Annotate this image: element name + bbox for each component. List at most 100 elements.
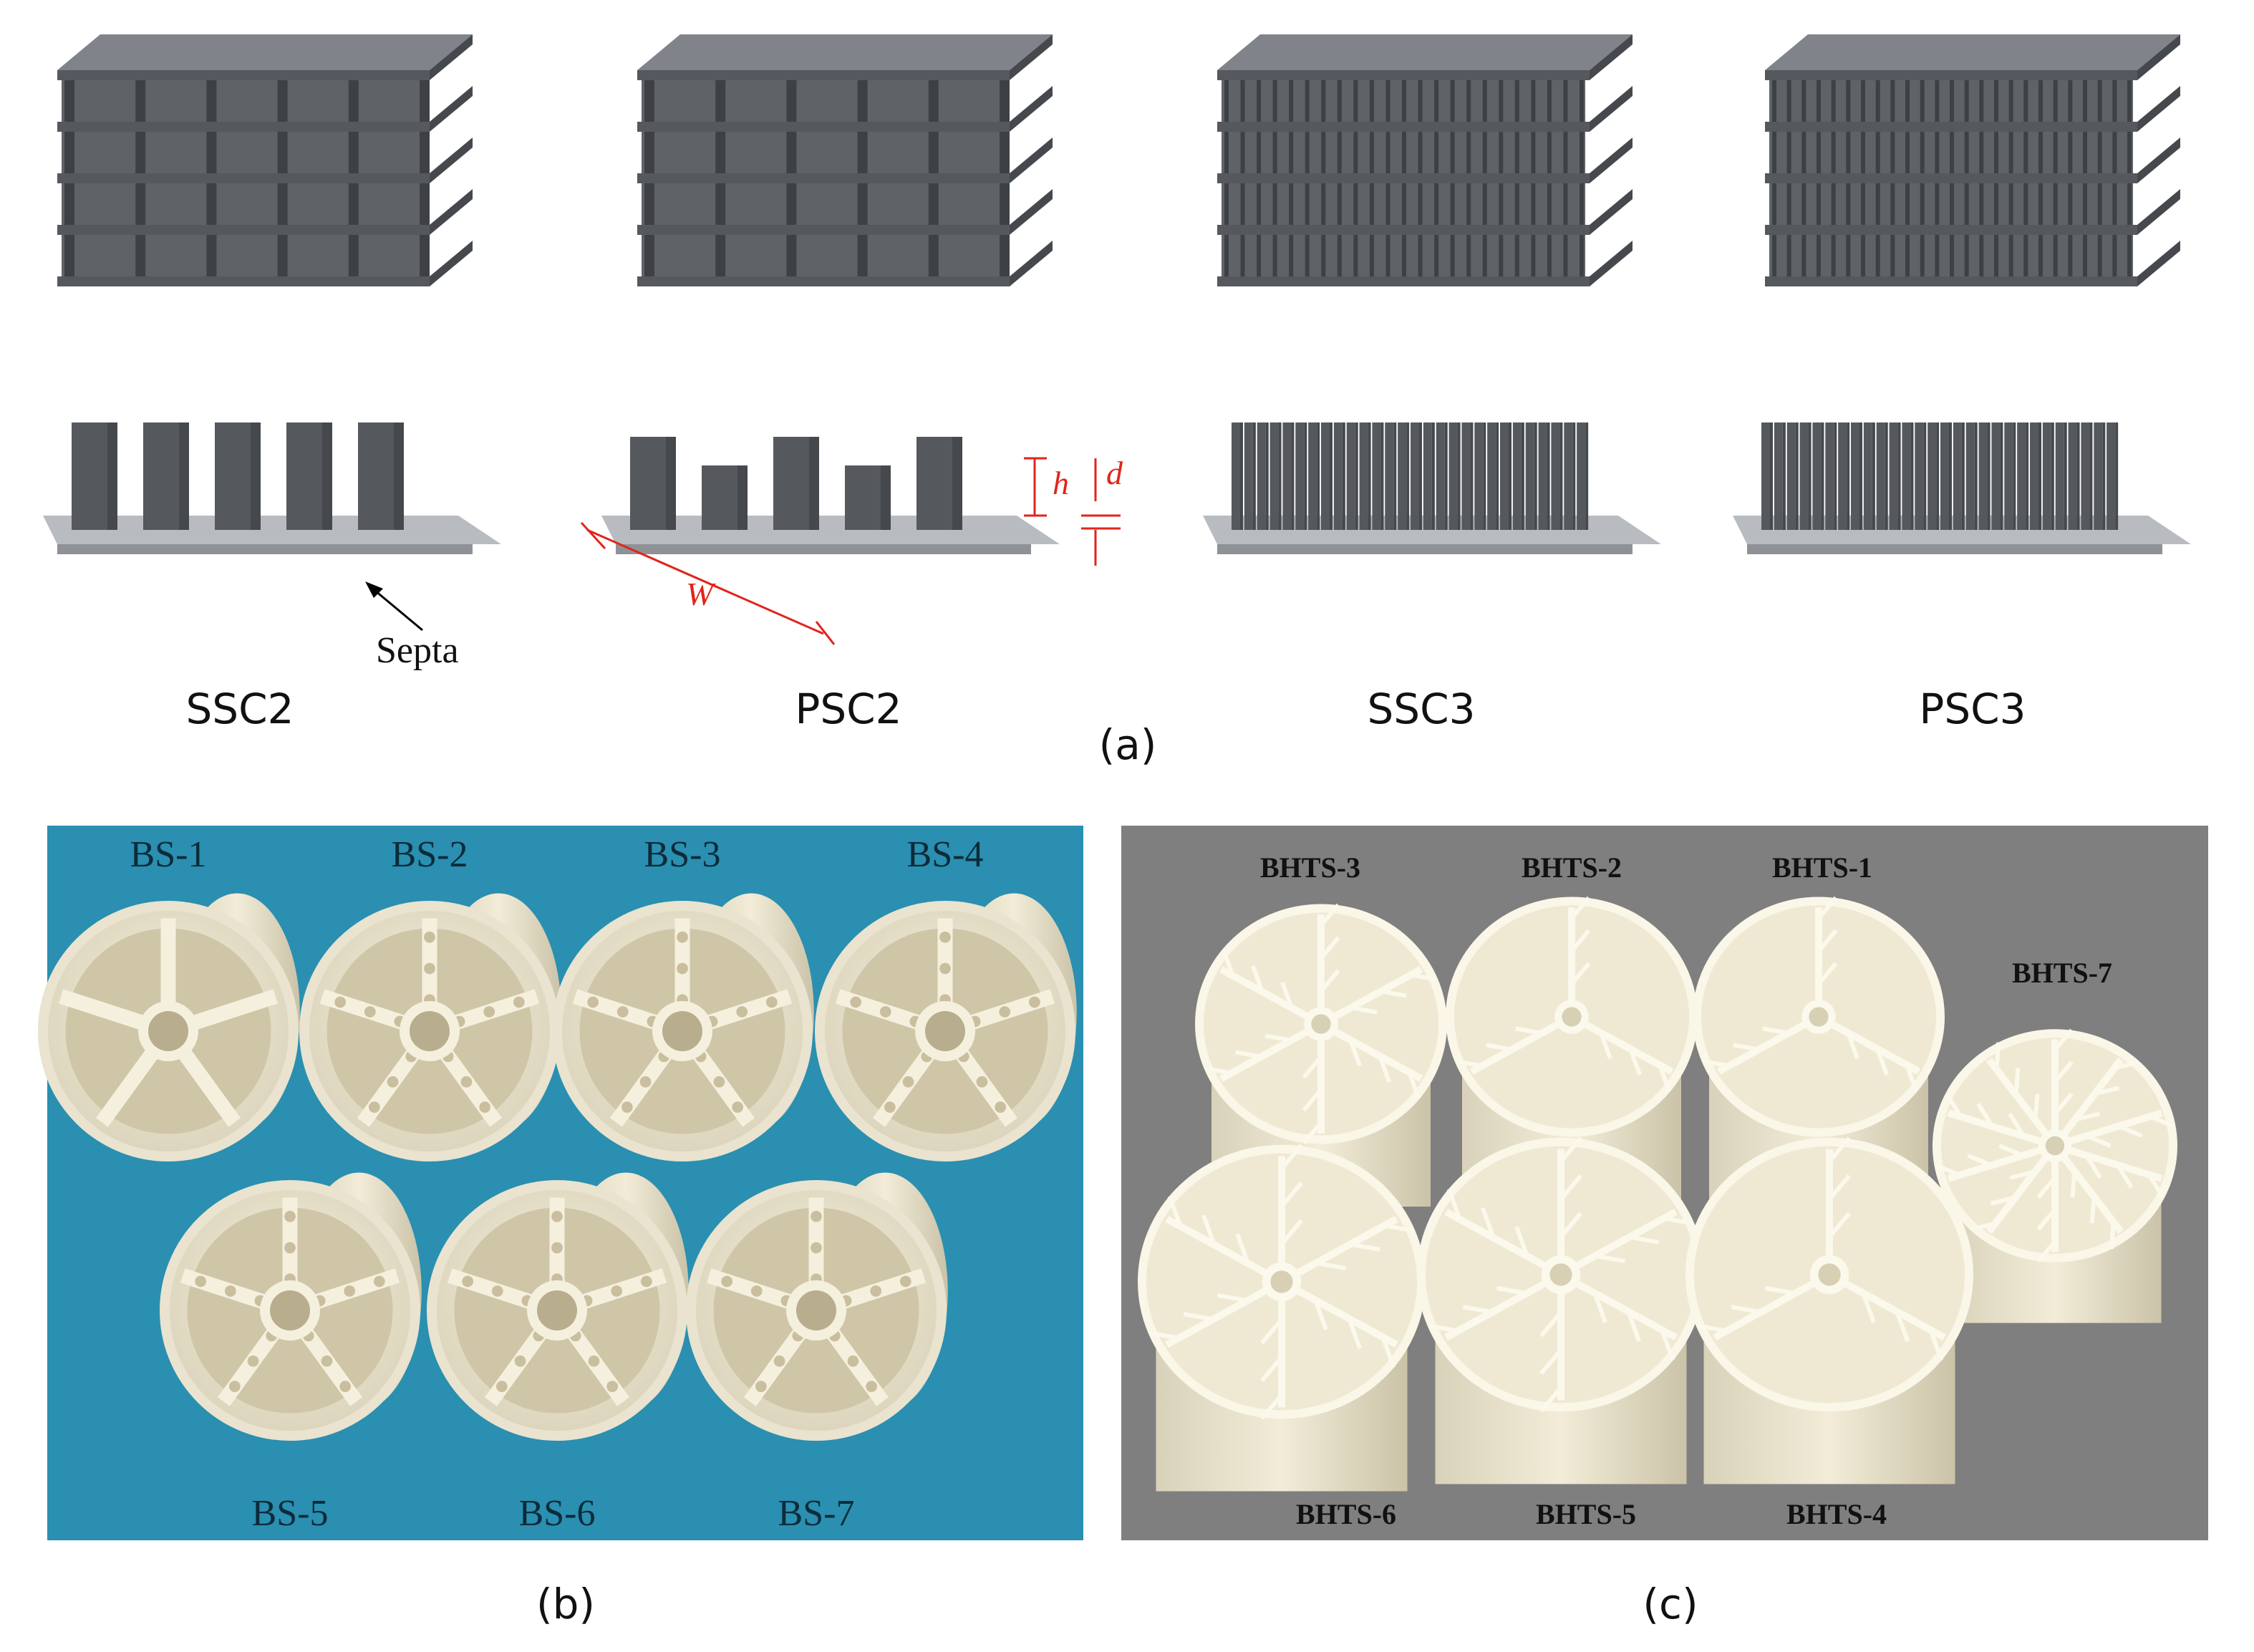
dim-d-label: d xyxy=(1106,455,1123,491)
fin-side xyxy=(2064,422,2067,530)
rib xyxy=(1224,183,1229,225)
rib xyxy=(348,80,359,122)
rib xyxy=(348,132,359,173)
sub-branch xyxy=(2070,1171,2077,1198)
branch xyxy=(1569,1013,1674,1075)
fin xyxy=(1295,422,1305,530)
sub-branch xyxy=(1251,965,1264,992)
fin-side xyxy=(1304,422,1307,530)
branch xyxy=(1713,1271,1832,1341)
rib xyxy=(1337,183,1342,225)
rib xyxy=(1337,132,1342,173)
septa-base-edge xyxy=(616,544,1031,554)
rib xyxy=(135,80,146,122)
fin-side xyxy=(1572,422,1576,530)
rib xyxy=(2112,235,2117,276)
fin-side xyxy=(1393,422,1397,530)
rib xyxy=(1831,183,1836,225)
fin-side xyxy=(1419,422,1422,530)
sub-branch xyxy=(2116,1164,2134,1189)
fin-side xyxy=(1368,422,1371,530)
bhts-label-7: BHTS-7 xyxy=(2012,957,2112,989)
fin xyxy=(1538,422,1547,530)
label-psc3: PSC3 xyxy=(1919,685,2026,733)
rib xyxy=(277,183,288,225)
fin-side xyxy=(2026,422,2029,530)
rib xyxy=(206,235,217,276)
cell-layer xyxy=(642,80,1005,122)
branch xyxy=(1817,1013,1921,1075)
rib xyxy=(1994,183,1998,225)
rib xyxy=(1402,80,1406,122)
sub-branch xyxy=(1731,1305,1762,1315)
bs-label-6: BS-6 xyxy=(519,1493,596,1534)
spoke-hole xyxy=(587,996,599,1008)
fin xyxy=(1774,422,1783,530)
spoke-hole xyxy=(224,1285,236,1297)
septa-label: Septa xyxy=(376,630,459,671)
sub-branch xyxy=(1599,1032,1612,1060)
septa-side xyxy=(430,241,473,286)
spoke-hole xyxy=(884,1101,896,1114)
septa-side xyxy=(430,189,473,235)
rib xyxy=(1950,80,1954,122)
spoke-hole xyxy=(847,1355,859,1367)
rib xyxy=(1846,235,1851,276)
cell-layer xyxy=(62,235,425,276)
rib xyxy=(1563,235,1568,276)
fin-side xyxy=(1782,422,1786,530)
fin xyxy=(1965,422,1975,530)
sub-branch xyxy=(1935,1163,1962,1178)
fin xyxy=(2017,422,2026,530)
rib xyxy=(1385,183,1390,225)
fin xyxy=(1257,422,1266,530)
rib xyxy=(1786,132,1791,173)
fin xyxy=(1799,422,1809,530)
spoke-hole xyxy=(750,1285,763,1297)
septa-arrow xyxy=(370,586,423,632)
rib xyxy=(1257,235,1262,276)
sub-branch xyxy=(1409,972,1437,982)
rib xyxy=(1418,132,1423,173)
sub-branch xyxy=(1817,929,1838,953)
spoke-hole xyxy=(1028,996,1040,1008)
rib xyxy=(1482,132,1487,173)
sub-branch xyxy=(1350,1005,1378,1015)
rib xyxy=(1905,235,1910,276)
sub-branch xyxy=(1594,1253,1626,1264)
rib xyxy=(1890,132,1895,173)
sub-branch xyxy=(1626,1311,1641,1343)
sub-branch xyxy=(1264,1033,1292,1043)
fin xyxy=(630,437,666,530)
sub-branch xyxy=(1428,1323,1460,1333)
sub-branch xyxy=(1383,1223,1414,1233)
disc-bs-1 xyxy=(38,893,300,1161)
spoke-hole xyxy=(321,1355,333,1367)
branch xyxy=(1444,1208,1563,1278)
rib xyxy=(1000,183,1010,225)
sub-branch xyxy=(1205,1066,1233,1076)
rib xyxy=(2127,183,2132,225)
spoke-hole xyxy=(551,1242,563,1254)
rib xyxy=(857,183,868,225)
top-plate-side xyxy=(430,34,473,80)
rib xyxy=(1920,183,1925,225)
fin xyxy=(1525,422,1534,530)
fin xyxy=(1346,422,1355,530)
sub-branch xyxy=(1349,1242,1380,1252)
rib xyxy=(1499,80,1504,122)
rib xyxy=(1772,183,1776,225)
spoke-hole xyxy=(364,1006,376,1018)
top-plate-side xyxy=(1590,34,1633,80)
rib xyxy=(1531,132,1536,173)
rib xyxy=(1580,183,1584,225)
rib xyxy=(928,235,939,276)
caption-c: (c) xyxy=(1643,1580,1698,1628)
rib xyxy=(1861,132,1865,173)
rib xyxy=(1499,132,1504,173)
sub-branch xyxy=(1905,1065,1919,1093)
spoke-hole xyxy=(611,1285,623,1297)
rib xyxy=(348,183,359,225)
spoke-hole xyxy=(491,1285,503,1297)
spoke-hole xyxy=(765,996,778,1008)
